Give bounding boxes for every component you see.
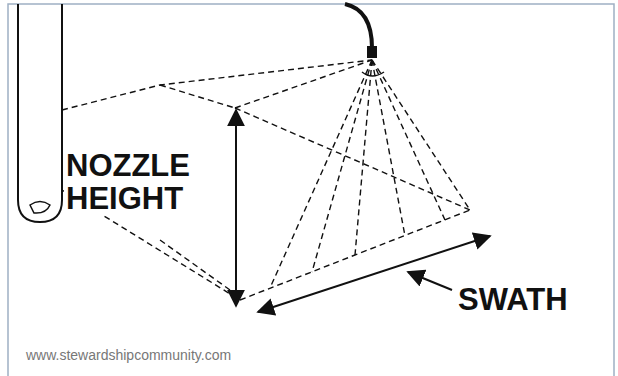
dashed-box bbox=[62, 60, 470, 300]
nozzle bbox=[367, 46, 377, 58]
frame bbox=[8, 4, 614, 376]
hose bbox=[345, 4, 372, 48]
swath-pointer bbox=[408, 272, 452, 290]
height-arrow bbox=[235, 110, 237, 306]
dimension-label: SWATH bbox=[456, 284, 610, 317]
leg-outline bbox=[18, 4, 62, 222]
watermark: www.stewardshipcommunity.com bbox=[26, 348, 346, 363]
dimension-label: NOZZLE HEIGHT bbox=[64, 150, 234, 215]
boot-toe bbox=[30, 202, 50, 214]
